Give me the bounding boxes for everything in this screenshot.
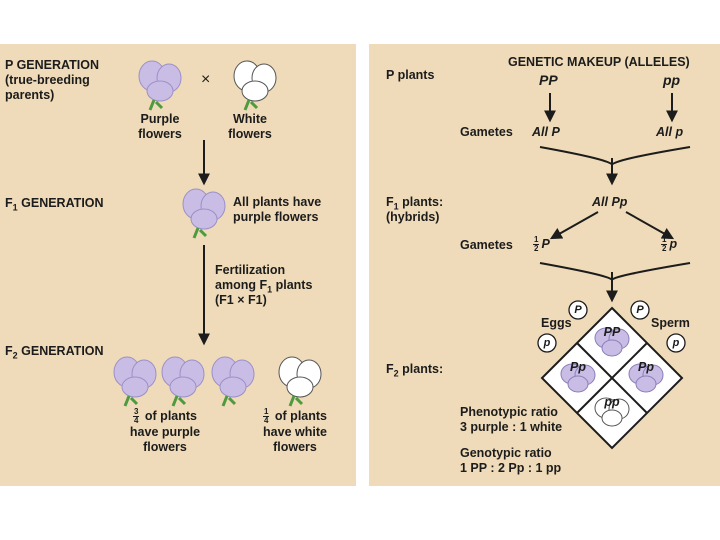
hybrids-label: (hybrids) (386, 210, 440, 224)
white-fraction-line-3: flowers (273, 440, 317, 454)
genotypic-ratio-value: 1 PP : 2 Pp : 1 pp (460, 461, 562, 475)
phenotype-panel (0, 44, 356, 486)
f1-description-2: purple flowers (233, 210, 319, 224)
punnett-cell-Pp-left: Pp (570, 360, 586, 374)
f2-generation-title: F2 GENERATION (5, 344, 104, 361)
egg-P-circle (568, 300, 588, 320)
f2-plants-label: F2 plants: (386, 362, 444, 379)
p-generation-subtitle-1: (true-breeding (5, 73, 90, 87)
pp-recessive-allele: pp (663, 72, 681, 88)
punnett-cell-PP: PP (603, 325, 621, 339)
f2-white-flower-icon (278, 356, 322, 407)
split-right-arrow (625, 211, 675, 240)
white-label-2: flowers (228, 127, 272, 141)
purple-label-1: Purple (140, 112, 180, 126)
p-plants-label: P plants (386, 68, 435, 82)
f1-generation-title: F1 GENERATION (5, 196, 104, 213)
f1-description-1: All plants have (233, 195, 322, 209)
fertilization-text-3: (F1 × F1) (215, 293, 267, 307)
white-fraction-line-2: have white (263, 425, 327, 439)
gametes-merge-line (539, 146, 691, 166)
f2-purple-flower-icon-1 (113, 356, 157, 407)
split-left-arrow (549, 211, 599, 240)
gametes-label: Gametes (460, 125, 513, 139)
fertilization-text-1: Fertilization (215, 263, 286, 277)
genotypic-ratio-title: Genotypic ratio (460, 446, 552, 460)
white-label-1: White (232, 112, 268, 126)
eggs-label: Eggs (541, 316, 572, 330)
punnett-flower-top (594, 327, 630, 357)
punnett-cell-pp: pp (604, 395, 620, 409)
f1-purple-flower-icon (182, 188, 226, 239)
purple-fraction-line-2: have purple (129, 425, 201, 439)
sperm-label: Sperm (651, 316, 690, 330)
purple-parent-flower-icon (138, 60, 182, 111)
f1-plants-label: F1 plants: (386, 195, 444, 212)
p-generation-title: P GENERATION (5, 58, 99, 72)
white-parent-flower-icon (233, 60, 277, 111)
fertilization-text-2: among F1 plants (215, 278, 313, 295)
genetic-makeup-header: GENETIC MAKEUP (ALLELES) (508, 55, 690, 69)
egg-p-letter: p (543, 337, 551, 349)
punnett-flower-right (628, 363, 664, 393)
pp-dominant-allele: PP (539, 72, 558, 88)
f2-purple-flower-icon-2 (161, 356, 205, 407)
phenotypic-ratio-value: 3 purple : 1 white (460, 420, 563, 434)
cross-symbol: × (201, 71, 211, 88)
purple-label-2: flowers (138, 127, 182, 141)
f2-purple-flower-icon-3 (211, 356, 255, 407)
sperm-P-letter: P (636, 304, 644, 316)
punnett-flower-left (560, 363, 596, 393)
p-generation-subtitle-2: parents) (5, 88, 55, 102)
egg-P-letter: P (574, 304, 582, 316)
punnett-cell-Pp-right: Pp (638, 360, 654, 374)
egg-p-circle (537, 333, 557, 353)
sperm-P-circle (630, 300, 650, 320)
punnett-flower-bottom (594, 397, 630, 427)
sperm-p-letter: p (672, 337, 680, 349)
all-Pp-label: All Pp (592, 195, 628, 209)
gametes-merge-line-2 (539, 262, 691, 281)
all-p-gametes: All p (656, 125, 684, 139)
all-P-gametes: All P (532, 125, 560, 139)
sperm-p-circle (666, 333, 686, 353)
punnett-square (540, 306, 684, 450)
phenotypic-ratio-title: Phenotypic ratio (460, 405, 558, 419)
gametes-label-2: Gametes (460, 238, 513, 252)
purple-fraction-line-3: flowers (143, 440, 187, 454)
